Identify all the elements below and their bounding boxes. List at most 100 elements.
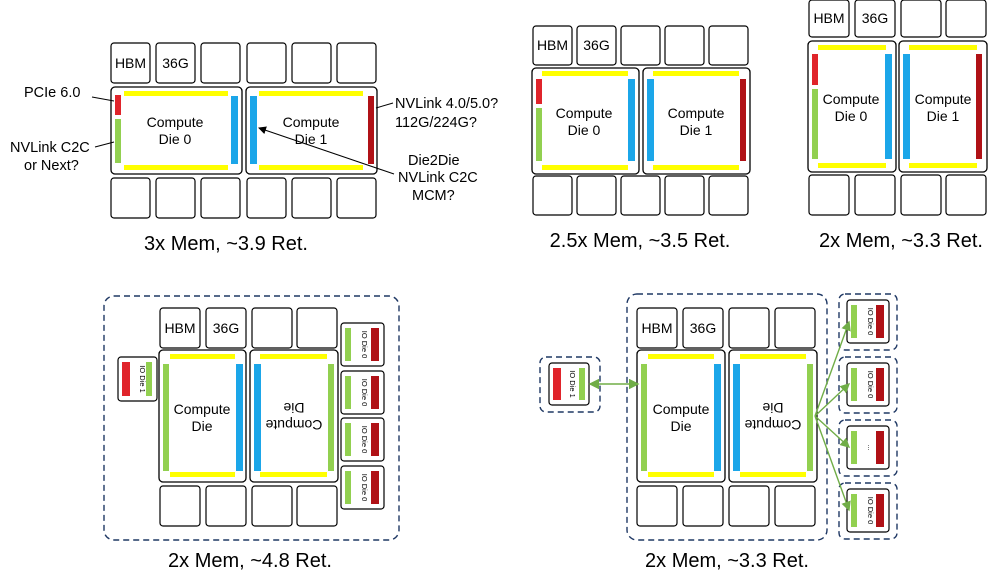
hbm-stack bbox=[110, 42, 151, 84]
memory-phy bbox=[648, 472, 714, 477]
memory-stack bbox=[200, 42, 241, 84]
io-die-label: IO Die 1 bbox=[568, 370, 577, 398]
compute-die-right bbox=[249, 349, 339, 483]
compute-die-1 bbox=[245, 86, 378, 175]
die-label: Die 1 bbox=[295, 131, 328, 147]
compute-label: Compute bbox=[147, 114, 204, 130]
memory-stack-36g bbox=[155, 42, 196, 84]
pcie-phy bbox=[536, 79, 542, 104]
memory-stack bbox=[636, 485, 678, 527]
hbm-stack bbox=[532, 25, 573, 66]
die-label: Die 0 bbox=[159, 131, 192, 147]
memory-stack bbox=[728, 485, 770, 527]
memory-stack bbox=[854, 174, 896, 216]
memory-stack bbox=[251, 485, 293, 527]
memory-stack-36g bbox=[854, 0, 896, 38]
io-phy-green bbox=[579, 368, 585, 400]
memory-stack bbox=[945, 174, 987, 216]
d2d-annotation: MCM? bbox=[412, 188, 455, 204]
compute-die-right bbox=[728, 349, 818, 483]
io-package-outline bbox=[838, 293, 898, 351]
config-3-caption: 2x Mem, ~3.3 Ret. bbox=[819, 230, 983, 252]
compute-label: Compute bbox=[265, 417, 322, 433]
config-4-package: HBM 36G Compute Die Compute Die IO Die 1 bbox=[103, 295, 400, 572]
memory-phy bbox=[818, 163, 886, 168]
die2die-phy bbox=[903, 54, 910, 159]
io-die-label: IO Die 0 bbox=[360, 379, 369, 407]
hbm-stack bbox=[636, 307, 678, 349]
memory-stack bbox=[900, 0, 942, 38]
memory-phy bbox=[653, 165, 739, 170]
memory-stack bbox=[291, 42, 332, 84]
c2c-leader-line bbox=[94, 141, 115, 148]
compute-label: Compute bbox=[668, 105, 725, 121]
memory-stack bbox=[900, 174, 942, 216]
io-phy-green bbox=[851, 368, 857, 401]
memory-speed-label: 36G bbox=[583, 37, 609, 53]
io-die-label: IO Die 0 bbox=[360, 426, 369, 454]
memory-speed-label: 36G bbox=[213, 320, 239, 336]
c2c-phy bbox=[812, 89, 818, 159]
memory-stack bbox=[620, 175, 661, 216]
c2c-phy bbox=[536, 108, 542, 161]
hbm-stack bbox=[159, 307, 201, 349]
nvlink-phy bbox=[368, 96, 374, 164]
memory-stack bbox=[728, 307, 770, 349]
io-phy bbox=[641, 364, 647, 471]
memory-phy bbox=[259, 165, 363, 170]
die2die-phy bbox=[250, 96, 257, 164]
d2d-annotation: NVLink C2C bbox=[398, 170, 478, 186]
memory-stack bbox=[296, 485, 338, 527]
memory-phy bbox=[170, 472, 235, 477]
nvlink-annotation: NVLink 4.0/5.0? bbox=[395, 96, 498, 112]
io-phy-red bbox=[122, 362, 130, 396]
d2d-annotation: Die2Die bbox=[408, 153, 460, 169]
memory-stack bbox=[159, 485, 201, 527]
memory-stack bbox=[336, 177, 377, 219]
io-package-outline bbox=[539, 356, 601, 413]
config-5-caption: 2x Mem, ~3.3 Ret. bbox=[645, 550, 809, 572]
memory-stack bbox=[532, 175, 573, 216]
memory-stack bbox=[205, 485, 247, 527]
io-phy-green bbox=[146, 362, 152, 396]
nvlink-leader-line bbox=[375, 102, 394, 109]
memory-phy bbox=[260, 472, 327, 477]
compute-label: Compute bbox=[653, 401, 710, 417]
memory-stack-36g bbox=[205, 307, 247, 349]
config-1-caption: 3x Mem, ~3.9 Ret. bbox=[144, 233, 308, 255]
io-link-arrow bbox=[814, 415, 851, 448]
config-2-package: HBM 36G Compute Die 0 Compute Die 1 2.5x… bbox=[531, 25, 751, 252]
die2die-phy bbox=[231, 96, 238, 164]
memory-stack bbox=[774, 485, 816, 527]
hbm-label: HBM bbox=[813, 10, 844, 26]
die-label: Die 0 bbox=[835, 108, 868, 124]
memory-phy bbox=[818, 45, 886, 50]
hbm-label: HBM bbox=[537, 37, 568, 53]
memory-phy bbox=[542, 165, 628, 170]
io-phy-red bbox=[553, 368, 561, 400]
compute-die-1 bbox=[642, 67, 751, 175]
io-die-ellipsis: ... bbox=[866, 444, 875, 450]
memory-phy bbox=[124, 91, 228, 96]
memory-phy bbox=[909, 163, 977, 168]
memory-phy bbox=[648, 354, 714, 359]
config-1-package: HBM 36G Compute Die 0 Compute Die 1 PCIe… bbox=[10, 42, 498, 255]
memory-phy bbox=[260, 354, 327, 359]
hbm-stack bbox=[808, 0, 850, 38]
io-phy bbox=[807, 364, 813, 471]
memory-speed-label: 36G bbox=[690, 320, 716, 336]
io-die-label: IO Die 0 bbox=[866, 308, 875, 336]
memory-stack bbox=[246, 177, 287, 219]
hbm-label: HBM bbox=[164, 320, 195, 336]
memory-stack bbox=[336, 42, 377, 84]
config-3-package: HBM 36G Compute Die 0 Compute Die 1 2x M… bbox=[807, 0, 988, 252]
memory-phy bbox=[542, 71, 628, 76]
io-phy-red bbox=[371, 328, 379, 361]
memory-stack bbox=[251, 307, 293, 349]
io-die-label: IO Die 0 bbox=[360, 474, 369, 502]
compute-label: Compute bbox=[174, 401, 231, 417]
io-phy-green bbox=[851, 494, 857, 527]
io-link-arrow bbox=[814, 320, 851, 417]
io-phy-green bbox=[851, 305, 857, 338]
